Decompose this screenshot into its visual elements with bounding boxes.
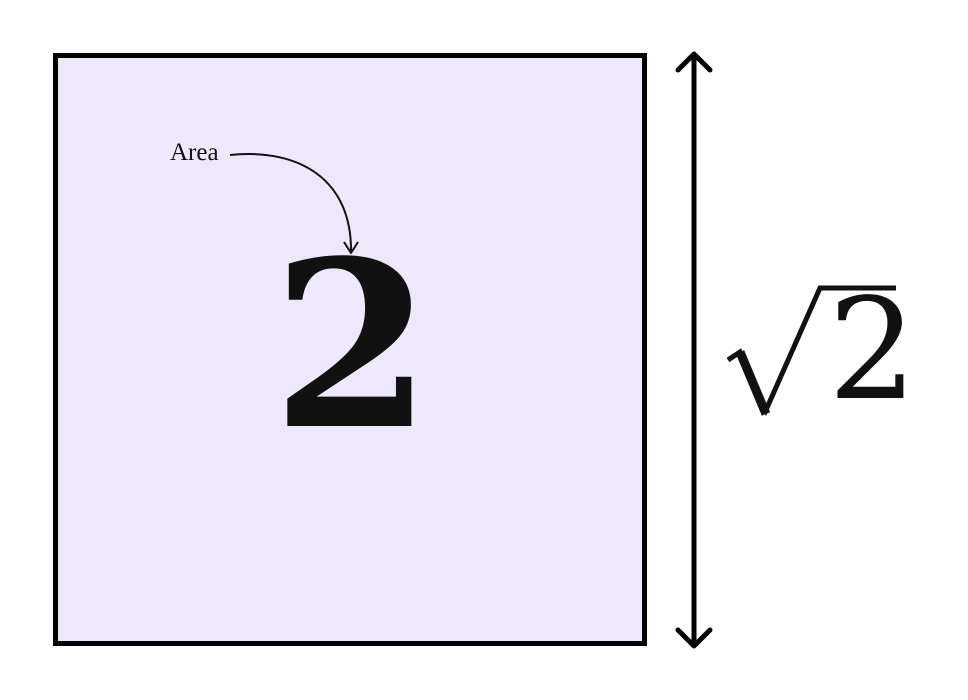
side-length-label: √ 2: [724, 281, 917, 422]
curved-arrow-icon: [229, 153, 359, 254]
double-headed-arrow-icon: [675, 51, 713, 649]
side-radicand: 2: [828, 269, 918, 432]
square-shape: [53, 53, 647, 646]
area-label: Area: [170, 139, 219, 166]
square-root-icon: √: [726, 285, 896, 417]
area-value: 2: [271, 211, 433, 481]
